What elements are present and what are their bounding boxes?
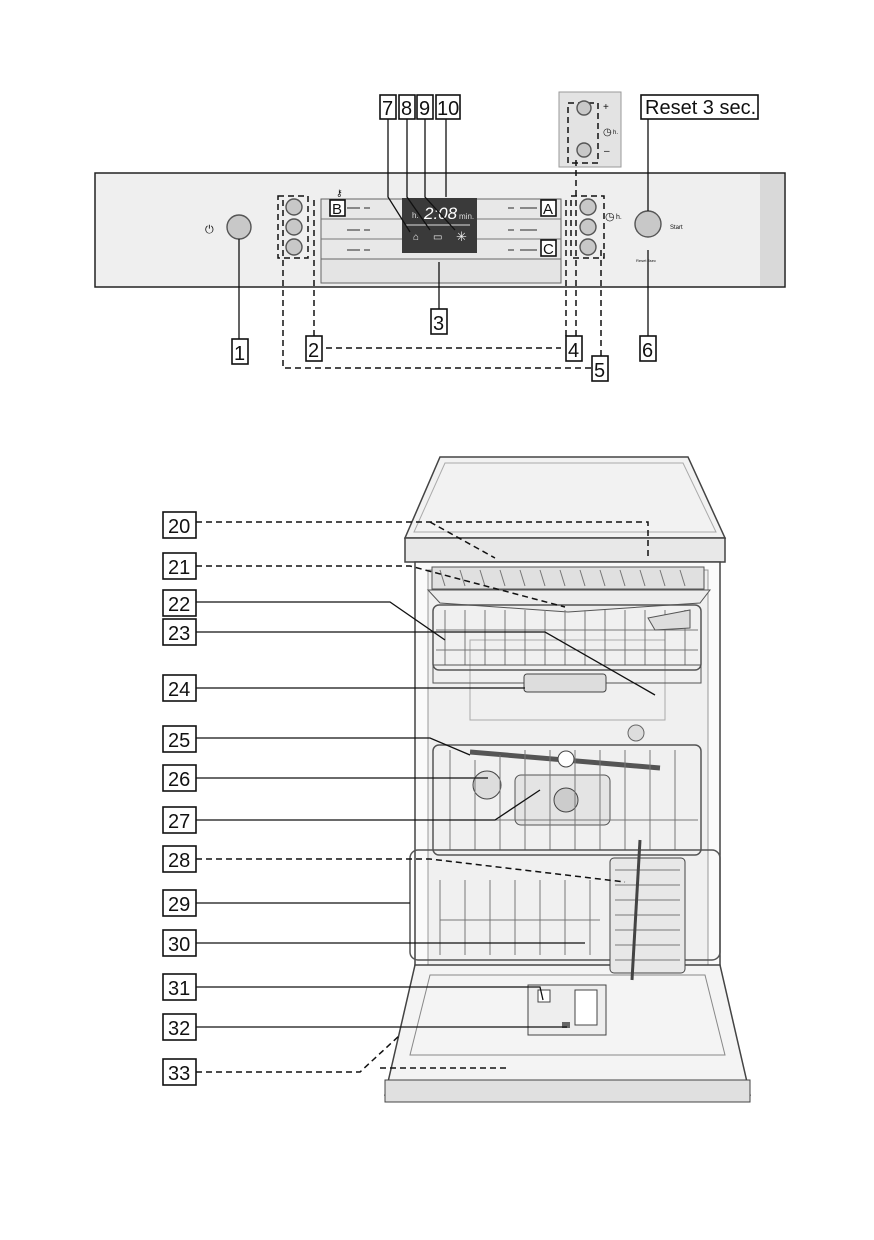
plus-label: + (603, 102, 609, 113)
timer-plus-button[interactable] (576, 100, 592, 116)
callout-4: 4 (568, 340, 579, 362)
upper-spray-arm (523, 673, 607, 693)
callout-31: 31 (168, 978, 190, 1000)
program-button-3[interactable] (285, 238, 303, 256)
callout-21: 21 (168, 557, 190, 579)
panel-callouts: 1 2 3 4 5 6 7 8 9 10 (231, 94, 657, 382)
callout-6: 6 (642, 340, 653, 362)
callout-5: 5 (594, 360, 605, 382)
timer-inset: + – ◷ h. (558, 91, 622, 168)
reset-3-sec-label: Reset 3 sec. (645, 97, 756, 119)
start-label: Start (670, 225, 683, 231)
additional-function-button-2[interactable] (579, 218, 597, 236)
start-button[interactable] (634, 210, 662, 238)
callout-3: 3 (433, 313, 444, 335)
callout-1: 1 (234, 343, 245, 365)
control-panel: h. 2:08 min. ⌂ ▭ ✳ B A C ⚷ ⏻ (94, 172, 786, 288)
timer-clock-icon: ◷ (605, 211, 615, 223)
program-button-1[interactable] (285, 198, 303, 216)
callout-30: 30 (168, 934, 190, 956)
callout-9: 9 (419, 98, 430, 120)
display-min-unit: min. (459, 212, 474, 221)
callout-10: 10 (437, 98, 459, 120)
inset-clock-icon: ◷ (603, 127, 612, 138)
callout-22: 22 (168, 594, 190, 616)
power-symbol-icon: ⏻ (205, 224, 214, 236)
additional-function-button-1[interactable] (579, 198, 597, 216)
callout-2: 2 (308, 340, 319, 362)
timer-minus-button[interactable] (576, 142, 592, 158)
reset-small-label: Reset 3sec (636, 258, 656, 263)
program-button-2[interactable] (285, 218, 303, 236)
salt-icon: ▭ (433, 232, 442, 243)
callout-8: 8 (401, 98, 412, 120)
dishwasher-illustration (384, 456, 751, 1103)
callout-29: 29 (168, 894, 190, 916)
callout-7: 7 (382, 98, 393, 120)
callout-32: 32 (168, 1018, 190, 1040)
inset-hours-unit: h. (613, 130, 618, 136)
callout-28: 28 (168, 850, 190, 872)
callout-25: 25 (168, 730, 190, 752)
rinse-aid-icon: ⌂ (413, 232, 419, 243)
child-lock-key-icon: ⚷ (336, 188, 343, 198)
callout-26: 26 (168, 769, 190, 791)
intensive-zone-icon: ✳ (456, 229, 467, 244)
timer-hours-unit: h. (616, 214, 622, 221)
main-switch-button[interactable] (226, 214, 252, 240)
minus-label: – (604, 146, 610, 157)
callout-20: 20 (168, 516, 190, 538)
program-letter-c: C (543, 241, 554, 258)
program-letter-a: A (543, 201, 553, 218)
callout-27: 27 (168, 811, 190, 833)
callout-24: 24 (168, 679, 190, 701)
dishwasher-callouts: 20 21 22 23 24 25 26 27 28 29 30 31 32 3… (162, 511, 197, 1086)
program-letter-b: B (332, 201, 342, 218)
additional-function-button-3[interactable] (579, 238, 597, 256)
callout-33: 33 (168, 1063, 190, 1085)
salt-container-cap (472, 770, 502, 800)
display-hours-unit: h. (412, 211, 419, 220)
callout-23: 23 (168, 623, 190, 645)
